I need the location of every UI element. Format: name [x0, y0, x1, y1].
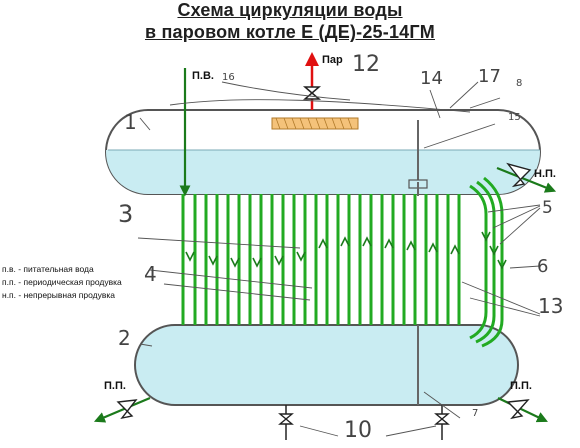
steam-separator [271, 117, 359, 130]
continuous-blowdown-label: Н.П. [534, 168, 556, 180]
callout-8: 8 [516, 78, 523, 89]
steam-arrow-icon [305, 52, 319, 66]
callout-12: 12 [352, 52, 380, 77]
callout-10: 10 [344, 418, 372, 443]
periodic-blowdown-left-valve-icon [116, 399, 138, 420]
continuous-blowdown-pipe [408, 120, 428, 196]
upper-drum [105, 109, 541, 195]
lower-drum [134, 324, 519, 406]
drain-valve-left-icon [278, 413, 294, 425]
downcomer-arrows [481, 231, 507, 270]
periodic-blowdown-right-valve-icon [506, 399, 530, 420]
callout-16: 16 [222, 72, 235, 83]
steam-label: Пар [322, 54, 343, 66]
steam-outlet [302, 52, 322, 110]
callout-17: 17 [478, 66, 501, 87]
diagram-title-line1: Схема циркуляции воды [177, 0, 403, 20]
callout-4: 4 [144, 262, 157, 286]
callout-6: 6 [537, 256, 549, 277]
diagram-title-line2: в паровом котле Е (ДЕ)-25-14ГМ [144, 22, 435, 42]
callout-5: 5 [542, 198, 553, 218]
bottom-drains [278, 405, 450, 440]
legend-periodic-blowdown: п.п. - периодическая продувка [2, 277, 122, 287]
periodic-blowdown-left [93, 396, 151, 423]
callout-lines [137, 81, 541, 437]
side-downcomers [469, 176, 504, 348]
callout-3: 3 [118, 200, 134, 228]
periodic-blowdown-right-label: П.П. [510, 380, 532, 392]
callout-7: 7 [472, 408, 479, 419]
callout-13: 13 [538, 294, 564, 318]
callout-14: 14 [420, 68, 443, 89]
periodic-blowdown-right [497, 397, 548, 423]
legend-continuous-blowdown: н.п. - непрерывная продувка [2, 290, 116, 300]
drain-valve-right-icon [434, 413, 450, 425]
boiler-tubes [181, 194, 461, 325]
periodic-blowdown-left-label: П.П. [104, 380, 126, 392]
continuous-blowdown-outlet [496, 162, 557, 193]
circulation-arrows [185, 236, 460, 268]
callout-15: 15 [508, 112, 521, 123]
callout-2: 2 [118, 326, 131, 350]
legend-feed-water: п.в. - питательная вода [2, 264, 94, 274]
continuous-blowdown-valve-icon [506, 162, 532, 188]
callout-1: 1 [124, 110, 137, 134]
feed-water-label: П.В. [192, 70, 214, 82]
upper-drum-water [106, 150, 540, 194]
